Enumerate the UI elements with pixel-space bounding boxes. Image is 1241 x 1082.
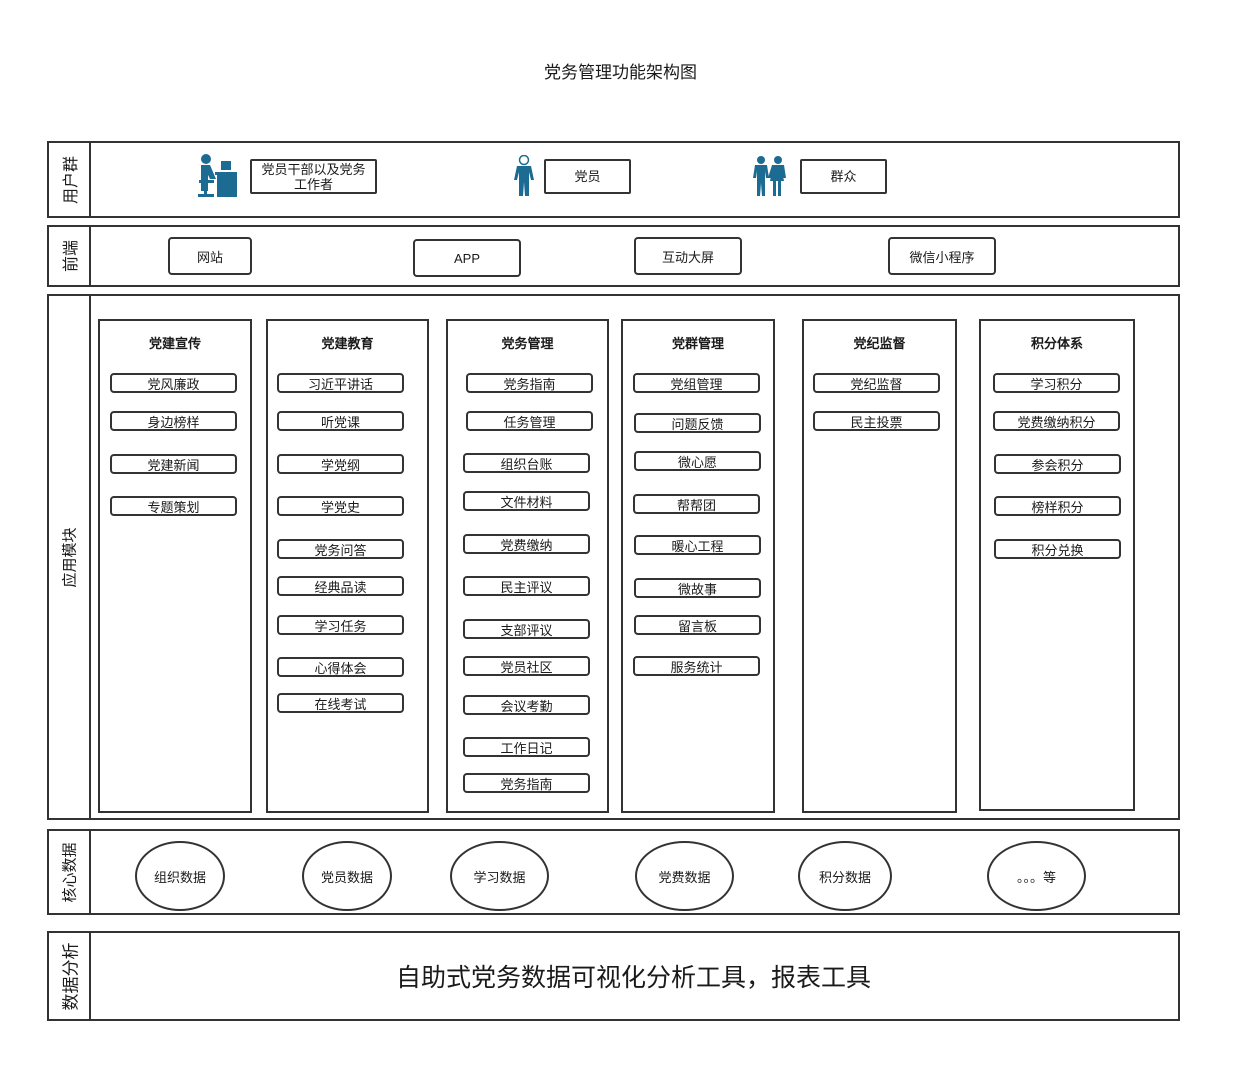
frontend-website: 网站 bbox=[168, 237, 252, 275]
person-icon bbox=[513, 155, 535, 197]
user-group-members-label: 党员 bbox=[574, 169, 601, 184]
module-item: 支部评议 bbox=[463, 619, 590, 639]
frontend-website-label: 网站 bbox=[196, 249, 223, 265]
module-item: 组织台账 bbox=[463, 453, 590, 473]
core-data-item: 党费数据 bbox=[635, 841, 734, 911]
core-data-item-label: 积分数据 bbox=[818, 869, 871, 885]
core-data-item: 组织数据 bbox=[135, 841, 225, 911]
module-item: 在线考试 bbox=[277, 693, 404, 713]
module-item: 帮帮团 bbox=[633, 494, 760, 514]
module-item: 任务管理 bbox=[466, 411, 593, 431]
module-item: 经典品读 bbox=[277, 576, 404, 596]
layer-apps-label-text: 应用模块 bbox=[61, 526, 79, 588]
frontend-big-screen-label: 互动大屏 bbox=[661, 249, 714, 265]
module-item: 党务问答 bbox=[277, 539, 404, 559]
core-data-item: 。。。等 bbox=[987, 841, 1086, 911]
module-item: 积分兑换 bbox=[994, 539, 1121, 559]
core-data-item-label: 。。。等 bbox=[1016, 869, 1056, 885]
layer-analysis: 数据分析 自助式党务数据可视化分析工具，报表工具 bbox=[47, 931, 1180, 1021]
module-title: 党务管理 bbox=[501, 336, 554, 351]
analysis-tools-text: 自助式党务数据可视化分析工具，报表工具 bbox=[395, 964, 871, 992]
module-item: 留言板 bbox=[634, 615, 761, 635]
user-group-cadres-label: 党员干部以及党务 工作者 bbox=[261, 161, 366, 192]
module-item: 党建新闻 bbox=[110, 454, 237, 474]
frontend-app-label: APP bbox=[453, 250, 480, 266]
module-item: 榜样积分 bbox=[994, 496, 1121, 516]
frontend-app: APP bbox=[413, 239, 521, 277]
module-title: 党群管理 bbox=[671, 336, 724, 351]
module-item: 学党史 bbox=[277, 496, 404, 516]
module-item: 听党课 bbox=[277, 411, 404, 431]
user-group-cadres: 党员干部以及党务 工作者 bbox=[250, 159, 377, 194]
module-item: 会议考勤 bbox=[463, 695, 590, 715]
user-group-public: 群众 bbox=[800, 159, 887, 194]
frontend-wechat-mini-program: 微信小程序 bbox=[888, 237, 996, 275]
module-title: 党建教育 bbox=[321, 336, 374, 351]
core-data-item: 积分数据 bbox=[798, 841, 892, 911]
module-item: 微故事 bbox=[634, 578, 761, 598]
module-item: 文件材料 bbox=[463, 491, 590, 511]
layer-frontend-label-text: 前端 bbox=[62, 239, 80, 273]
core-data-item-label: 党费数据 bbox=[658, 869, 711, 885]
frontend-wechat-mini-program-label: 微信小程序 bbox=[909, 249, 975, 265]
module-item: 心得体会 bbox=[277, 657, 404, 677]
module-column: 党建教育 习近平讲话 听党课 学党纲 学党史 党务问答 经典品读 学习任务 心得… bbox=[266, 319, 429, 813]
layer-core-data: 核心数据 组织数据 党员数据 学习数据 党费数据 积分数据 。。。等 bbox=[47, 829, 1180, 915]
module-item: 工作日记 bbox=[463, 737, 590, 757]
layer-users-label: 用户群 bbox=[49, 143, 91, 216]
module-item: 微心愿 bbox=[634, 451, 761, 471]
layer-analysis-label-text: 数据分析 bbox=[61, 942, 81, 1010]
layer-users: 用户群 党员干部以及党务 工作者 党员 bbox=[47, 141, 1180, 218]
people-group-icon bbox=[752, 155, 788, 197]
core-data-item-label: 党员数据 bbox=[320, 869, 373, 885]
layer-apps: 应用模块 党建宣传 党风廉政 身边榜样 党建新闻 专题策划 党建教育 习近平讲话… bbox=[47, 294, 1180, 820]
layer-users-label-text: 用户群 bbox=[63, 155, 81, 204]
user-group-public-label: 群众 bbox=[830, 169, 857, 184]
module-column: 党务管理 党务指南 任务管理 组织台账 文件材料 党费缴纳 民主评议 支部评议 … bbox=[446, 319, 609, 813]
user-group-members: 党员 bbox=[544, 159, 631, 194]
core-data-item: 学习数据 bbox=[450, 841, 549, 911]
module-item: 党费缴纳 bbox=[463, 534, 590, 554]
module-column: 党群管理 党组管理 问题反馈 微心愿 帮帮团 暖心工程 微故事 留言板 服务统计 bbox=[621, 319, 775, 813]
module-item: 学习积分 bbox=[993, 373, 1120, 393]
layer-frontend: 前端 网站 APP 互动大屏 微信小程序 bbox=[47, 225, 1180, 287]
diagram-title: 党务管理功能架构图 bbox=[544, 63, 697, 82]
layer-core-data-label: 核心数据 bbox=[49, 831, 91, 913]
module-title: 党纪监督 bbox=[853, 336, 906, 351]
module-column: 党建宣传 党风廉政 身边榜样 党建新闻 专题策划 bbox=[98, 319, 252, 813]
module-item: 党费缴纳积分 bbox=[993, 411, 1120, 431]
layer-apps-label: 应用模块 bbox=[49, 296, 91, 818]
layer-frontend-label: 前端 bbox=[49, 227, 91, 285]
layer-analysis-label: 数据分析 bbox=[49, 933, 91, 1019]
module-column: 党纪监督 党纪监督 民主投票 bbox=[802, 319, 957, 813]
core-data-item-label: 学习数据 bbox=[473, 869, 526, 885]
module-column: 积分体系 学习积分 党费缴纳积分 参会积分 榜样积分 积分兑换 bbox=[979, 319, 1135, 811]
core-data-item-label: 组织数据 bbox=[153, 869, 206, 885]
frontend-big-screen: 互动大屏 bbox=[634, 237, 742, 275]
module-item: 问题反馈 bbox=[634, 413, 761, 433]
module-item: 党务指南 bbox=[466, 373, 593, 393]
layer-core-data-label-text: 核心数据 bbox=[61, 841, 79, 903]
module-item: 党纪监督 bbox=[813, 373, 940, 393]
module-item: 党组管理 bbox=[633, 373, 760, 393]
module-item: 身边榜样 bbox=[110, 411, 237, 431]
module-item: 党风廉政 bbox=[110, 373, 237, 393]
module-item: 党员社区 bbox=[463, 656, 590, 676]
module-item: 专题策划 bbox=[110, 496, 237, 516]
module-item: 党务指南 bbox=[463, 773, 590, 793]
office-worker-icon bbox=[197, 153, 239, 199]
core-data-item: 党员数据 bbox=[302, 841, 392, 911]
module-item: 参会积分 bbox=[994, 454, 1121, 474]
module-title: 积分体系 bbox=[1030, 336, 1083, 351]
module-title: 党建宣传 bbox=[148, 336, 201, 351]
module-item: 学习任务 bbox=[277, 615, 404, 635]
module-item: 服务统计 bbox=[633, 656, 760, 676]
module-item: 民主投票 bbox=[813, 411, 940, 431]
module-item: 民主评议 bbox=[463, 576, 590, 596]
module-item: 暖心工程 bbox=[634, 535, 761, 555]
module-item: 习近平讲话 bbox=[277, 373, 404, 393]
module-item: 学党纲 bbox=[277, 454, 404, 474]
